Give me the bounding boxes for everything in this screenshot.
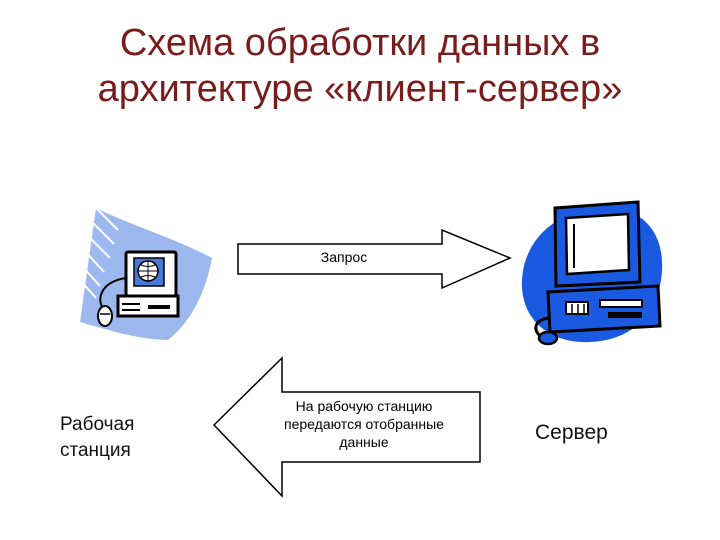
response-line-3: данные xyxy=(339,434,389,450)
workstation-label-line-2: станция xyxy=(60,440,131,461)
workstation-label: Рабочая станция xyxy=(60,412,134,464)
response-line-2: передаются отобранные xyxy=(284,416,444,432)
response-arrow xyxy=(212,356,481,498)
server-label: Сервер xyxy=(535,421,608,444)
request-arrow xyxy=(237,228,512,290)
title-line-2: архитектуре «клиент-сервер» xyxy=(97,68,623,110)
response-line-1: На рабочую станцию xyxy=(295,398,433,414)
slide-title: Схема обработки данных в архитектуре «кл… xyxy=(0,20,720,112)
title-line-1: Схема обработки данных в xyxy=(119,22,601,64)
server-computer-icon xyxy=(521,200,663,346)
response-arrow-label: На рабочую станцию передаются отобранные… xyxy=(250,397,478,451)
workstation-computer-icon xyxy=(77,207,212,340)
request-arrow-label: Запрос xyxy=(320,249,368,265)
workstation-label-line-1: Рабочая xyxy=(60,414,135,435)
